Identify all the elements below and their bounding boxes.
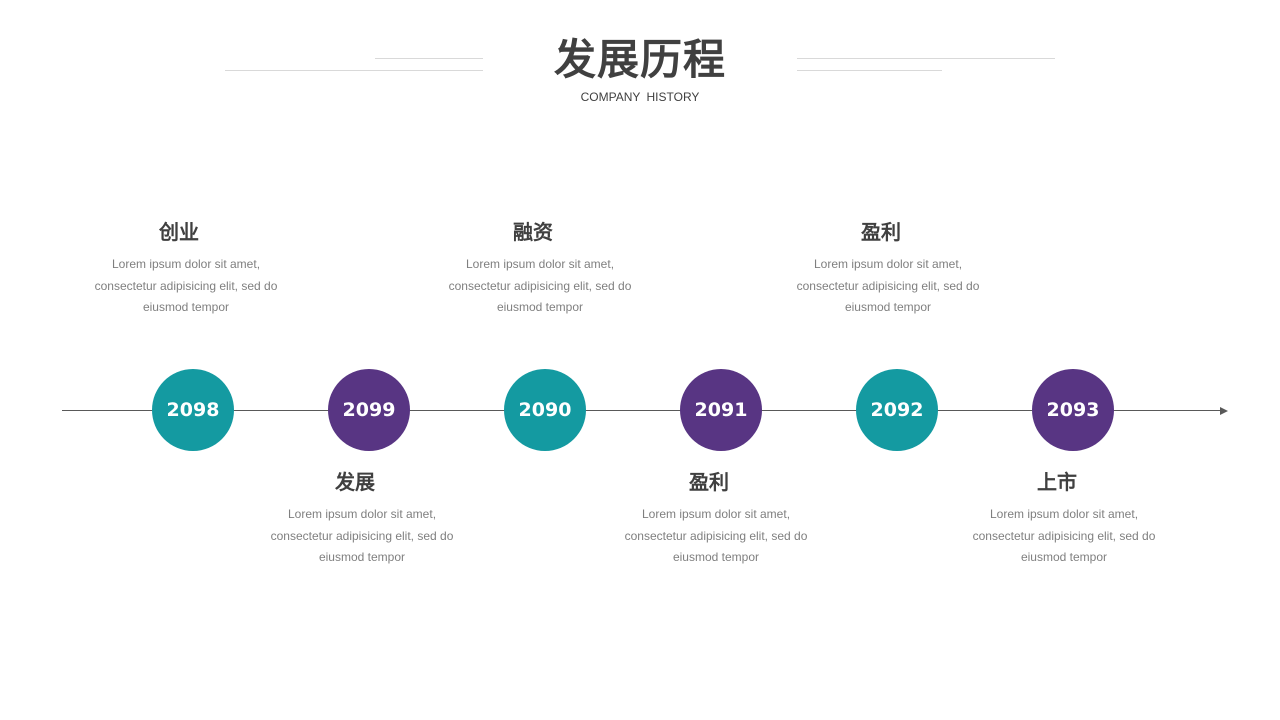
year-label: 2091 [694, 399, 748, 421]
header-divider-right-lower [797, 70, 942, 71]
year-label: 2098 [166, 399, 220, 421]
year-label: 2092 [870, 399, 924, 421]
event-description: Lorem ipsum dolor sit amet, consectetur … [440, 254, 640, 319]
year-node-2099: 2099 [328, 369, 410, 451]
year-label: 2093 [1046, 399, 1100, 421]
event-title: 盈利 [689, 470, 729, 494]
event-title: 发展 [335, 470, 375, 494]
event-description: Lorem ipsum dolor sit amet, consectetur … [616, 504, 816, 569]
event-title: 创业 [159, 220, 199, 244]
year-node-2092: 2092 [856, 369, 938, 451]
event-description: Lorem ipsum dolor sit amet, consectetur … [86, 254, 286, 319]
event-description: Lorem ipsum dolor sit amet, consectetur … [262, 504, 462, 569]
page-title: 发展历程 [553, 35, 726, 84]
event-block-profit-upper: 盈利 Lorem ipsum dolor sit amet, consectet… [788, 219, 988, 319]
event-desc-line: Lorem ipsum dolor sit amet, [813, 257, 963, 271]
year-label: 2099 [342, 399, 396, 421]
event-desc-line: Lorem ipsum dolor sit amet, [641, 507, 791, 521]
year-node-2098: 2098 [152, 369, 234, 451]
event-block-ipo: 上市 Lorem ipsum dolor sit amet, consectet… [964, 469, 1164, 569]
event-desc-line: Lorem ipsum dolor sit amet, [465, 257, 615, 271]
year-label: 2090 [518, 399, 572, 421]
year-node-2090: 2090 [504, 369, 586, 451]
event-desc-line: consectetur adipisicing elit, sed do [270, 528, 454, 543]
event-desc-line: eiusmod tempor [844, 300, 932, 314]
event-desc-line: Lorem ipsum dolor sit amet, [111, 257, 261, 271]
header-divider-left-lower [225, 70, 483, 71]
event-block-development: 发展 Lorem ipsum dolor sit amet, consectet… [262, 469, 462, 569]
event-desc-line: consectetur adipisicing elit, sed do [796, 278, 980, 293]
event-desc-line: eiusmod tempor [496, 300, 584, 314]
event-title: 盈利 [861, 220, 901, 244]
header-divider-left-upper [375, 58, 483, 59]
event-title: 融资 [513, 220, 553, 244]
event-desc-line: eiusmod tempor [318, 550, 406, 564]
event-description: Lorem ipsum dolor sit amet, consectetur … [788, 254, 988, 319]
event-desc-line: eiusmod tempor [1020, 550, 1108, 564]
timeline-axis [62, 410, 1222, 411]
event-desc-line: eiusmod tempor [142, 300, 230, 314]
event-description: Lorem ipsum dolor sit amet, consectetur … [964, 504, 1164, 569]
page-subtitle: COMPANY HISTORY [580, 90, 700, 104]
event-block-profit-lower: 盈利 Lorem ipsum dolor sit amet, consectet… [616, 469, 816, 569]
event-desc-line: eiusmod tempor [672, 550, 760, 564]
event-desc-line: consectetur adipisicing elit, sed do [624, 528, 808, 543]
event-block-startup: 创业 Lorem ipsum dolor sit amet, consectet… [86, 219, 286, 319]
event-desc-line: consectetur adipisicing elit, sed do [448, 278, 632, 293]
year-node-2091: 2091 [680, 369, 762, 451]
event-desc-line: consectetur adipisicing elit, sed do [972, 528, 1156, 543]
event-title: 上市 [1037, 470, 1077, 494]
event-desc-line: Lorem ipsum dolor sit amet, [287, 507, 437, 521]
event-desc-line: consectetur adipisicing elit, sed do [94, 278, 278, 293]
year-node-2093: 2093 [1032, 369, 1114, 451]
event-desc-line: Lorem ipsum dolor sit amet, [989, 507, 1139, 521]
header-divider-right-upper [797, 58, 1055, 59]
event-block-financing: 融资 Lorem ipsum dolor sit amet, consectet… [440, 219, 640, 319]
timeline-arrow-icon [1220, 407, 1228, 415]
